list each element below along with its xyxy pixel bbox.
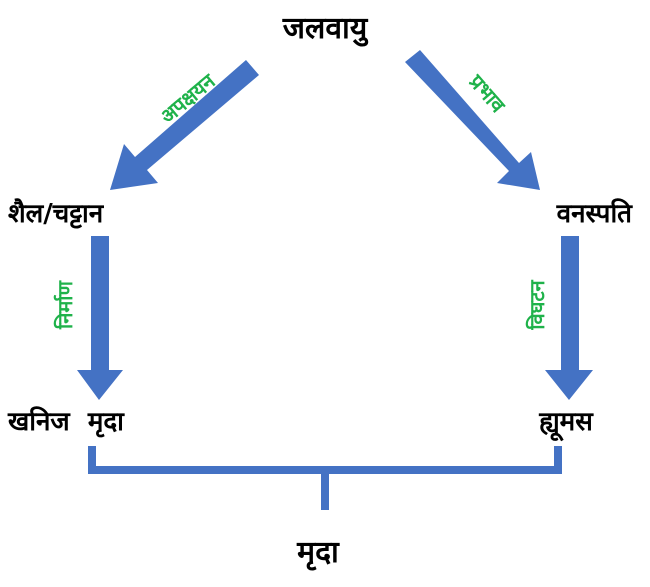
arrow-rock-to-mineral-soil (77, 236, 123, 400)
node-climate: जलवायु (282, 11, 369, 47)
arrow-climate-to-rock (110, 60, 259, 190)
node-vegetation: वनस्पति (556, 198, 634, 229)
arrow-climate-to-vegetation (405, 50, 540, 190)
node-humus: ह्यूमस (538, 407, 594, 441)
arrow-vegetation-to-humus (545, 236, 593, 400)
node-soil: मृदा (296, 535, 340, 571)
merge-bracket (88, 446, 562, 510)
node-rock: शैल/चट्टान (8, 198, 105, 229)
edge-label-formation: निर्माण (53, 280, 77, 330)
edge-label-decomposition: विघटन (525, 279, 549, 330)
node-mineral-soil: खनिज मृदा (7, 406, 125, 438)
